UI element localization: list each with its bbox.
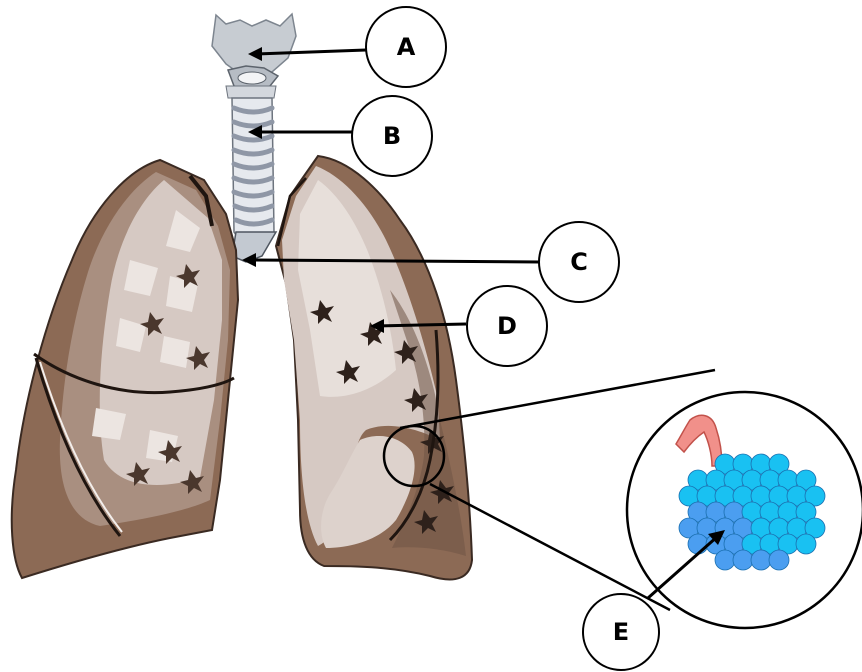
arrow-line-d: [378, 324, 466, 326]
label-e: E: [583, 594, 659, 670]
label-c: C: [539, 222, 619, 302]
trachea-illustration: [232, 98, 276, 262]
label-e-text: E: [613, 618, 629, 646]
label-b-text: B: [383, 122, 401, 150]
left-lung-illustration: [12, 160, 238, 578]
label-a-text: A: [397, 33, 416, 61]
arrow-line-c: [250, 260, 540, 262]
alveolus-icon: [796, 534, 816, 554]
label-d: D: [467, 286, 547, 366]
right-lung-illustration: [276, 156, 472, 579]
label-c-text: C: [570, 248, 588, 276]
alveolus-icon: [751, 550, 771, 570]
label-b: B: [352, 96, 432, 176]
label-a: A: [366, 7, 446, 87]
alveolus-icon: [733, 550, 753, 570]
label-d-text: D: [497, 312, 517, 340]
alveolus-icon: [688, 534, 708, 554]
alveolus-icon: [715, 550, 735, 570]
alveolus-icon: [769, 550, 789, 570]
